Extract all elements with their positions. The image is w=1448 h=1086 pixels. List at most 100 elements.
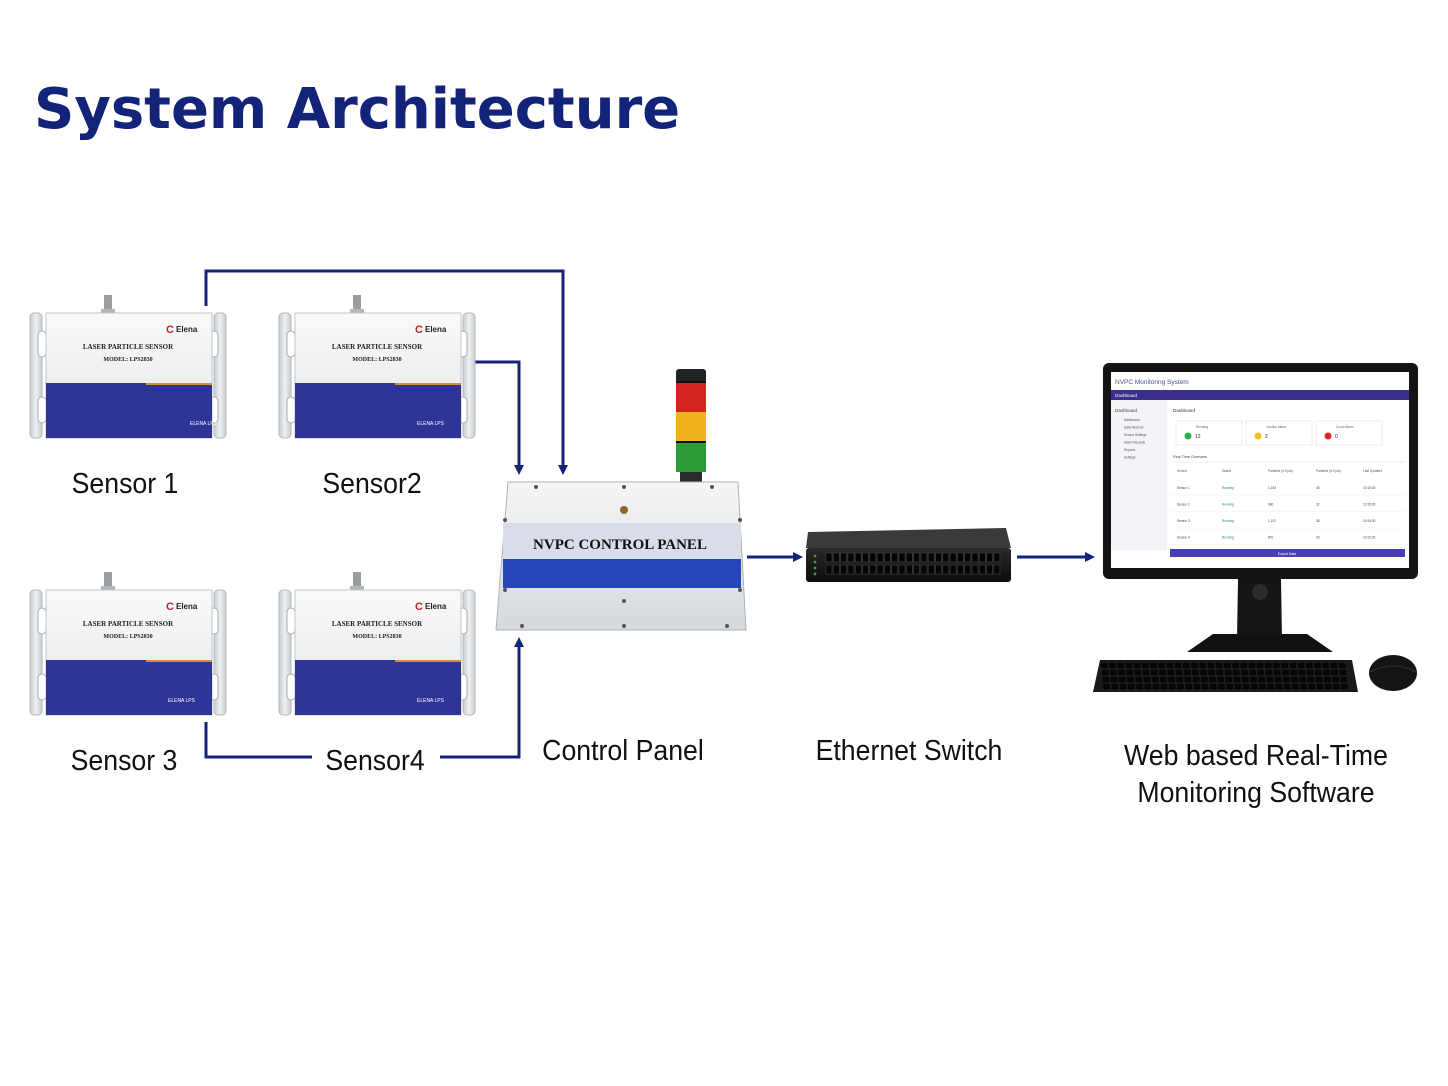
wire-sensor4-to-panel	[440, 637, 524, 759]
keyboard-key	[1259, 684, 1266, 690]
keyboard-key	[1240, 663, 1247, 669]
switch-port	[978, 564, 986, 575]
keyboard-key	[1127, 677, 1134, 683]
brand-logo-icon: C	[166, 601, 174, 613]
keyboard-key	[1217, 677, 1224, 683]
screen-table-header: Particles (0.5 µm)	[1268, 469, 1293, 473]
keyboard-key	[1256, 663, 1264, 669]
keyboard-key	[1176, 677, 1183, 683]
screen-sidebar-item[interactable]: Data Records	[1124, 426, 1144, 430]
switch-port	[869, 564, 877, 575]
keyboard-key	[1135, 677, 1142, 683]
switch-port	[898, 564, 906, 575]
screen-card-label: Running	[1196, 425, 1208, 429]
screen-table-cell: Running	[1222, 536, 1234, 540]
screen-sidebar-item[interactable]: Settings	[1124, 456, 1136, 460]
keyboard-key	[1201, 677, 1208, 683]
keyboard-key	[1241, 670, 1248, 676]
keyboard-key	[1226, 684, 1233, 690]
screen-app-title: NVPC Monitoring System	[1115, 379, 1189, 386]
keyboard-key	[1133, 663, 1141, 669]
keyboard-key	[1109, 663, 1116, 669]
switch-port	[905, 552, 913, 563]
keyboard-key	[1257, 670, 1265, 676]
keyboard-key	[1128, 684, 1135, 690]
screen-table-cell: 10:15:30	[1363, 536, 1376, 540]
keyboard-key	[1281, 663, 1288, 669]
switch-port	[964, 552, 972, 563]
switch-port	[920, 552, 928, 563]
screen-table-cell: Running	[1222, 503, 1234, 507]
switch-port	[927, 552, 935, 563]
switch-port	[854, 552, 862, 563]
keyboard-key	[1150, 663, 1157, 669]
keyboard-key	[1134, 670, 1142, 676]
keyboard-key	[1273, 663, 1280, 669]
screen-table-header: Status	[1222, 469, 1231, 473]
keyboard-key	[1175, 670, 1183, 676]
keyboard-key	[1185, 684, 1192, 690]
sensor-3-label: Sensor 3	[71, 744, 178, 776]
keyboard-key	[1183, 663, 1190, 669]
screen-card-label: Caution Alarm	[1266, 425, 1286, 429]
screen-table-cell: 38	[1316, 519, 1320, 523]
monitor-label-line-2: Monitoring Software	[1137, 776, 1374, 808]
keyboard-key	[1159, 670, 1166, 676]
screen-sidebar-item[interactable]: Sensor Settings	[1124, 433, 1147, 437]
sensor-device-title: LASER PARTICLE SENSOR	[83, 620, 174, 628]
switch-port	[898, 552, 906, 563]
switch-port	[840, 552, 847, 563]
screen-export-button[interactable]	[1170, 549, 1405, 557]
keyboard-key	[1339, 670, 1347, 676]
screen-status-card	[1175, 420, 1243, 446]
keyboard-key	[1299, 677, 1306, 683]
switch-port	[832, 564, 840, 575]
wire-sensor1-to-panel	[204, 269, 568, 475]
keyboard-key	[1136, 684, 1143, 690]
keyboard-key	[1298, 670, 1306, 676]
sensor-footer: ELENA LPS	[417, 421, 445, 427]
keyboard-key	[1338, 663, 1346, 669]
sensor-brand: Elena	[176, 325, 198, 334]
keyboard-key	[1218, 684, 1225, 690]
ethernet-switch	[806, 528, 1011, 582]
keyboard-key	[1111, 684, 1119, 690]
switch-port	[964, 564, 972, 575]
screen-table-cell: 32	[1316, 503, 1320, 507]
switch-port	[825, 552, 833, 563]
keyboard-key	[1101, 663, 1108, 669]
keyboard-key	[1265, 670, 1273, 676]
keyboard-key	[1168, 677, 1175, 683]
switch-led	[813, 566, 817, 570]
switch-port	[927, 564, 935, 575]
screen-nav-active: Dashboard	[1115, 393, 1138, 398]
ethernet-switch-label: Ethernet Switch	[816, 734, 1003, 766]
keyboard-key	[1242, 677, 1249, 683]
switch-led	[813, 554, 817, 558]
keyboard-key	[1291, 677, 1298, 683]
keyboard-key	[1101, 670, 1109, 676]
keyboard-key	[1275, 684, 1283, 690]
screen-sidebar-item[interactable]: Reports	[1124, 448, 1136, 452]
keyboard-key	[1316, 684, 1324, 690]
sensor-footer: ELENA LPS	[190, 421, 218, 427]
sensor-4-label: Sensor4	[325, 744, 424, 776]
switch-port	[876, 552, 884, 563]
screen-sidebar-item[interactable]: Dashboard	[1124, 418, 1140, 422]
switch-port	[847, 564, 855, 575]
keyboard-key	[1249, 670, 1256, 676]
tower-light-red	[676, 382, 706, 412]
screen-table-cell: 1,102	[1268, 519, 1276, 523]
screen-sidebar-item[interactable]: Alarm Records	[1124, 441, 1145, 445]
switch-port	[993, 552, 1001, 563]
brand-logo-icon: C	[415, 324, 423, 336]
keyboard-key	[1323, 670, 1330, 676]
keyboard-key	[1174, 663, 1182, 669]
screen-table-cell: Sensor 2	[1177, 503, 1190, 507]
keyboard-key	[1169, 684, 1176, 690]
keyboard-key	[1315, 677, 1323, 683]
switch-port	[949, 564, 957, 575]
switch-port	[935, 564, 942, 575]
screen-table-cell: 45	[1316, 486, 1320, 490]
